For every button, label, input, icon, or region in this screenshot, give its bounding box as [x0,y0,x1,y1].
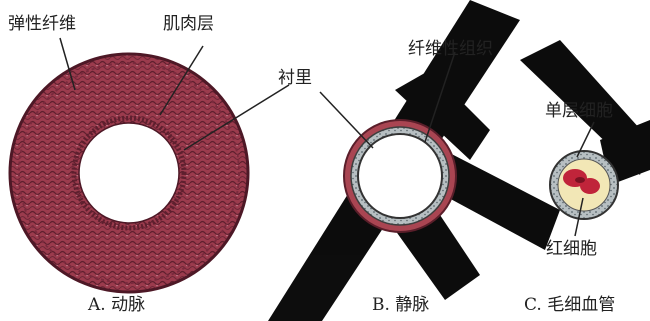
label-lining: 衬里 [278,68,312,88]
capillary-cross-section [549,150,619,220]
label-single-layer-cells: 单层细胞 [545,101,613,121]
caption-vein: B. 静脉 [372,295,429,315]
caption-capillary: C. 毛细血管 [524,295,615,315]
label-fibrous-tissue: 纤维性组织 [408,39,493,59]
artery-cross-section [8,52,250,294]
caption-artery: A. 动脉 [87,295,145,315]
label-muscle-layer: 肌肉层 [163,14,214,34]
label-elastic-fiber: 弹性纤维 [8,14,76,34]
red-blood-cell-shape [563,169,600,194]
pointer-lines [59,37,595,237]
label-red-blood-cell: 红细胞 [546,239,597,259]
vein-cross-section [343,119,457,233]
